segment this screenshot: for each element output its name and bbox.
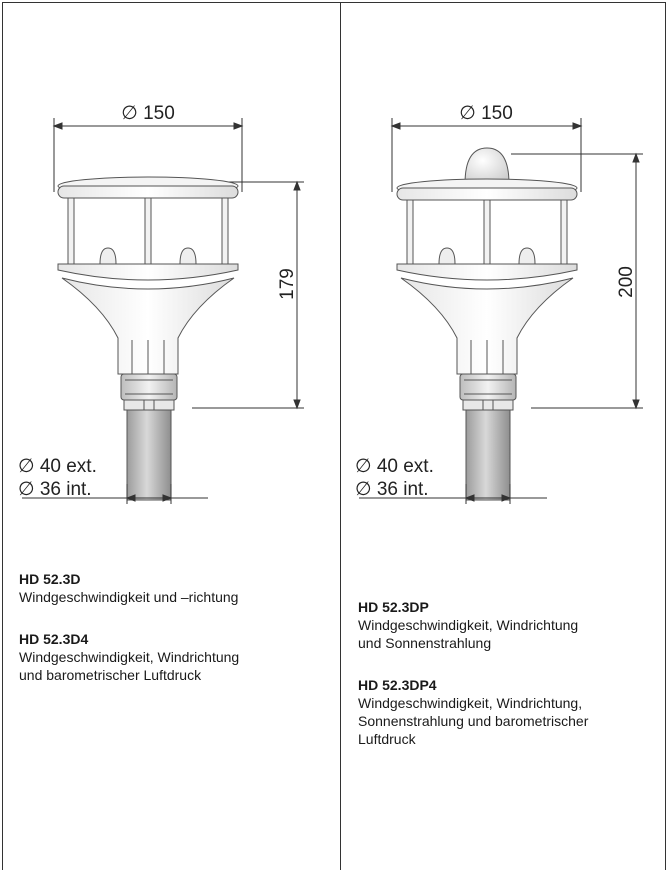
dimension-pipe xyxy=(359,484,547,504)
dimension-label-height: 179 xyxy=(277,268,298,300)
model-description: Windgeschwindigkeit, Windrichtung und ba… xyxy=(19,649,240,683)
model-description: Windgeschwindigkeit und –richtung xyxy=(19,589,239,605)
model-block-1: HD 52.3D Windgeschwindigkeit und –richtu… xyxy=(19,570,329,606)
column-divider xyxy=(340,2,341,870)
model-block-2: HD 52.3DP4 Windgeschwindigkeit, Windrich… xyxy=(358,676,668,748)
dimension-label-top: ∅ 150 xyxy=(459,103,513,124)
dimension-label-int: ∅ 36 int. xyxy=(18,479,92,500)
model-description: Windgeschwindigkeit, Windrichtung, Sonne… xyxy=(358,695,589,747)
dimension-label-ext: ∅ 40 ext. xyxy=(18,456,97,477)
model-title: HD 52.3D xyxy=(19,571,81,587)
sensor-drawing-200: ∅ 150 200 xyxy=(355,103,643,504)
panel-hd-52-3d: ∅ 150 179 xyxy=(2,2,340,870)
dimension-diameter-top xyxy=(52,118,244,192)
dimension-label-top: ∅ 150 xyxy=(121,103,175,124)
dimension-pipe xyxy=(22,484,208,504)
dimension-height xyxy=(511,152,643,410)
model-block-1: HD 52.3DP Windgeschwindigkeit, Windricht… xyxy=(358,598,668,652)
dimension-label-ext: ∅ 40 ext. xyxy=(355,456,434,477)
sensor-drawing-179: ∅ 150 179 xyxy=(18,103,304,504)
panel-hd-52-3dp: ∅ 150 200 xyxy=(341,2,668,870)
model-title: HD 52.3D4 xyxy=(19,631,89,647)
anemometer-body xyxy=(57,176,239,501)
model-description: Windgeschwindigkeit, Windrichtung und So… xyxy=(358,617,579,651)
model-title: HD 52.3DP xyxy=(358,599,429,615)
model-title: HD 52.3DP4 xyxy=(358,677,437,693)
dimension-diameter-top xyxy=(390,118,583,192)
model-block-2: HD 52.3D4 Windgeschwindigkeit, Windricht… xyxy=(19,630,329,684)
dimension-label-height: 200 xyxy=(616,266,637,298)
dimension-label-int: ∅ 36 int. xyxy=(355,479,429,500)
anemometer-body-with-pyranometer xyxy=(396,147,578,501)
